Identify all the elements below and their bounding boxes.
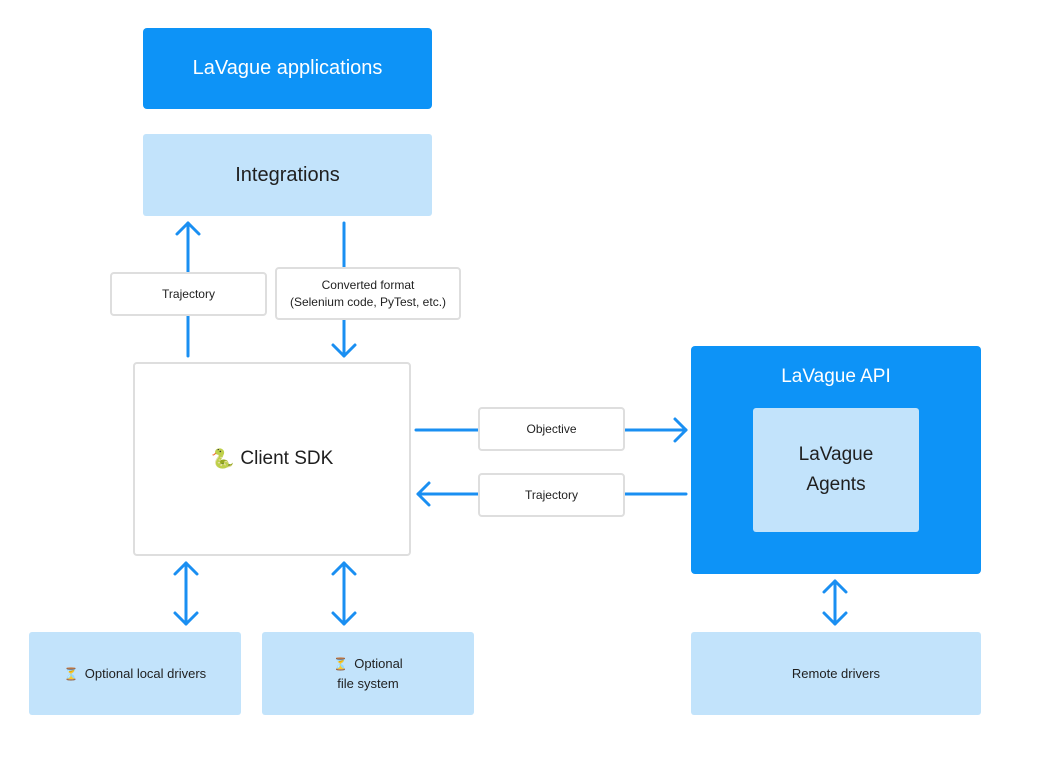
remote-drivers-box: Remote drivers <box>691 632 981 715</box>
trajectory-up-label: Trajectory <box>110 272 267 316</box>
optional-file-system-line2: file system <box>337 675 399 691</box>
lavague-agents-line1: LaVague <box>798 444 874 465</box>
optional-local-drivers-box: ⏳ Optional local drivers <box>29 632 241 715</box>
client-sdk-box: 🐍 Client SDK <box>133 362 411 556</box>
lavague-applications-label: LaVague applications <box>192 57 383 79</box>
snake-icon: 🐍 <box>210 449 235 470</box>
remote-drivers-label: Remote drivers <box>791 666 881 681</box>
integrations-label: Integrations <box>235 163 340 186</box>
lavague-api-label: LaVague API <box>781 366 891 387</box>
trajectory-back-text: Trajectory <box>525 487 578 502</box>
objective-text: Objective <box>526 421 577 436</box>
converted-format-label: Converted format (Selenium code, PyTest,… <box>275 267 461 320</box>
optional-file-system-box: ⏳ Optional file system <box>262 632 474 715</box>
lavague-agents-line2: Agents <box>806 474 866 495</box>
trajectory-back-label: Trajectory <box>478 473 625 517</box>
client-sdk-label: Client SDK <box>240 448 334 469</box>
trajectory-up-text: Trajectory <box>162 286 215 301</box>
converted-format-line1: Converted format <box>321 277 415 292</box>
arrow-sdk-file-system <box>331 561 357 626</box>
lavague-agents-box: LaVague Agents <box>753 408 919 532</box>
lavague-applications-box: LaVague applications <box>143 28 432 109</box>
converted-format-line2: (Selenium code, PyTest, etc.) <box>289 294 447 309</box>
objective-label: Objective <box>478 407 625 451</box>
hourglass-icon: ⏳ <box>333 656 349 671</box>
integrations-box: Integrations <box>143 134 432 216</box>
optional-file-system-line1: Optional <box>354 655 403 671</box>
hourglass-icon: ⏳ <box>63 666 79 681</box>
arrow-api-remote-drivers <box>822 579 848 626</box>
arrow-sdk-local-drivers <box>173 561 199 626</box>
optional-local-drivers-label: Optional local drivers <box>84 666 207 681</box>
